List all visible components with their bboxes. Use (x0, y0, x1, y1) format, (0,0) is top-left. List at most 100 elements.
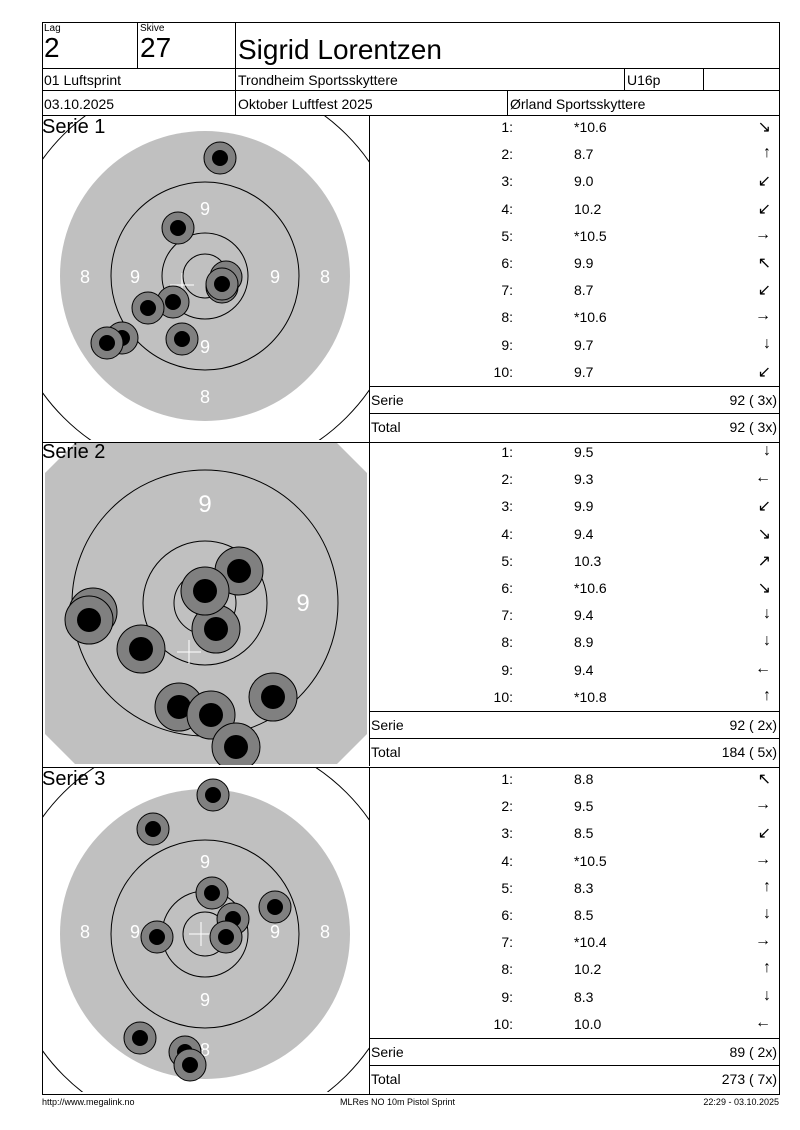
shot-center-9 (174, 331, 190, 347)
class: U16p (627, 72, 661, 88)
shot-center-8 (99, 335, 115, 351)
shot-score: 8.5 (574, 907, 594, 923)
shot-score: 9.5 (574, 444, 594, 460)
shot-number: 1: (501, 771, 513, 787)
shot-row: 5:*10.5→ (370, 224, 779, 251)
shot-number: 10: (493, 1015, 513, 1032)
serie-divider (42, 115, 780, 443)
shot-score: 9.9 (574, 255, 594, 271)
direction-arrow-icon: ↑ (763, 144, 771, 162)
shot-row: 8:*10.6→ (370, 305, 779, 332)
target-ring (142, 540, 268, 666)
shot-row: 6:8.5↓ (370, 903, 779, 930)
serie-divider (42, 440, 780, 768)
target-ring (161, 232, 249, 320)
shot-number: 8: (501, 634, 513, 651)
shot-center-4 (204, 885, 220, 901)
direction-arrow-icon: ↓ (763, 986, 771, 1004)
ring-number: 9 (130, 267, 140, 287)
shot-center-7 (218, 929, 234, 945)
direction-arrow-icon: ↗ (757, 552, 771, 570)
shot-number: 3: (501, 498, 513, 515)
ring-number: 9 (200, 337, 210, 357)
skive-label: Skive (140, 23, 165, 34)
skive-value: 27 (140, 32, 172, 63)
direction-arrow-icon: ↓ (763, 334, 771, 352)
direction-arrow-icon: ↘ (757, 525, 771, 543)
shot-number: 7: (501, 934, 513, 951)
name-cell: Sigrid Lorentzen (235, 22, 780, 69)
shot-row: 8:8.9↓ (370, 630, 779, 657)
shot-row: 7:9.4↓ (370, 603, 779, 630)
ring-number: 9 (200, 852, 210, 872)
serie-title: Serie 1 (42, 116, 106, 138)
ring-number: 9 (200, 990, 210, 1010)
shot-row: 6:9.9↖ (370, 251, 779, 278)
direction-arrow-icon: ↙ (757, 363, 771, 381)
shot-row: 10:10.0← (370, 1012, 779, 1039)
shot-number: 1: (501, 444, 513, 460)
date: 03.10.2025 (44, 96, 115, 112)
serie-value: 89 ( 2x) (729, 1044, 777, 1060)
total-label: Total (371, 419, 401, 435)
direction-arrow-icon: ↘ (757, 580, 771, 597)
shot-row: 1:*10.6↘ (370, 115, 779, 142)
shot-row: 4:*10.5→ (370, 849, 779, 876)
ring-number: 9 (270, 922, 280, 942)
shot-number: 2: (501, 471, 513, 488)
shot-number: 10: (493, 363, 513, 380)
shot-center-1 (205, 787, 221, 803)
shot-center-6 (149, 929, 165, 945)
shot-number: 2: (501, 798, 513, 815)
shot-score: 8.8 (574, 771, 594, 787)
shot-number: 9: (501, 336, 513, 353)
direction-arrow-icon: → (755, 932, 771, 950)
club-cell: Trondheim Sportsskyttere (235, 68, 625, 91)
organizer-cell: Ørland Sportsskyttere (507, 90, 780, 116)
total-value: 184 ( 5x) (721, 744, 777, 760)
shot-center-5 (165, 294, 181, 310)
shot-number: 9: (501, 661, 513, 678)
shot-number: 5: (501, 227, 513, 244)
shot-number: 8: (501, 309, 513, 326)
shot-score: *10.5 (574, 227, 607, 244)
shot-number: 4: (501, 525, 513, 542)
direction-arrow-icon: ← (755, 659, 771, 677)
shot-score: *10.6 (574, 119, 607, 135)
shot-score: *10.8 (574, 688, 607, 705)
direction-arrow-icon: ↓ (763, 605, 771, 623)
shot-number: 7: (501, 607, 513, 624)
direction-arrow-icon: → (755, 850, 771, 868)
shot-number: 3: (501, 825, 513, 842)
shot-score: 8.5 (574, 825, 594, 842)
lag-label: Lag (44, 23, 61, 34)
class-extra-cell (703, 68, 780, 91)
shot-row: 5:8.3↑ (370, 876, 779, 903)
direction-arrow-icon: ↙ (757, 825, 771, 843)
shot-number: 9: (501, 988, 513, 1005)
footer-url[interactable]: http://www.megalink.no (42, 1097, 135, 1107)
ring-number: 9 (200, 199, 210, 219)
total-label: Total (371, 1071, 401, 1087)
organizer: Ørland Sportsskyttere (510, 96, 646, 112)
direction-arrow-icon: ← (755, 1013, 771, 1031)
ring-number: 9 (270, 267, 280, 287)
shot-center-2 (77, 608, 101, 632)
shot-number: 4: (501, 200, 513, 217)
direction-arrow-icon: ↙ (757, 173, 771, 191)
shot-row: 4:10.2↙ (370, 197, 779, 224)
shot-row: 6:*10.6↘ (370, 576, 779, 603)
shot-row: 7:*10.4→ (370, 930, 779, 957)
shot-score: 10.3 (574, 552, 602, 569)
shot-score: 9.4 (574, 661, 594, 678)
shot-center-9 (261, 685, 285, 709)
serie-title: Serie 3 (42, 768, 106, 790)
serie-title: Serie 2 (42, 441, 106, 463)
direction-arrow-icon: ↙ (757, 200, 771, 218)
ring-number: 8 (320, 267, 330, 287)
target-2: 99 (45, 443, 367, 765)
